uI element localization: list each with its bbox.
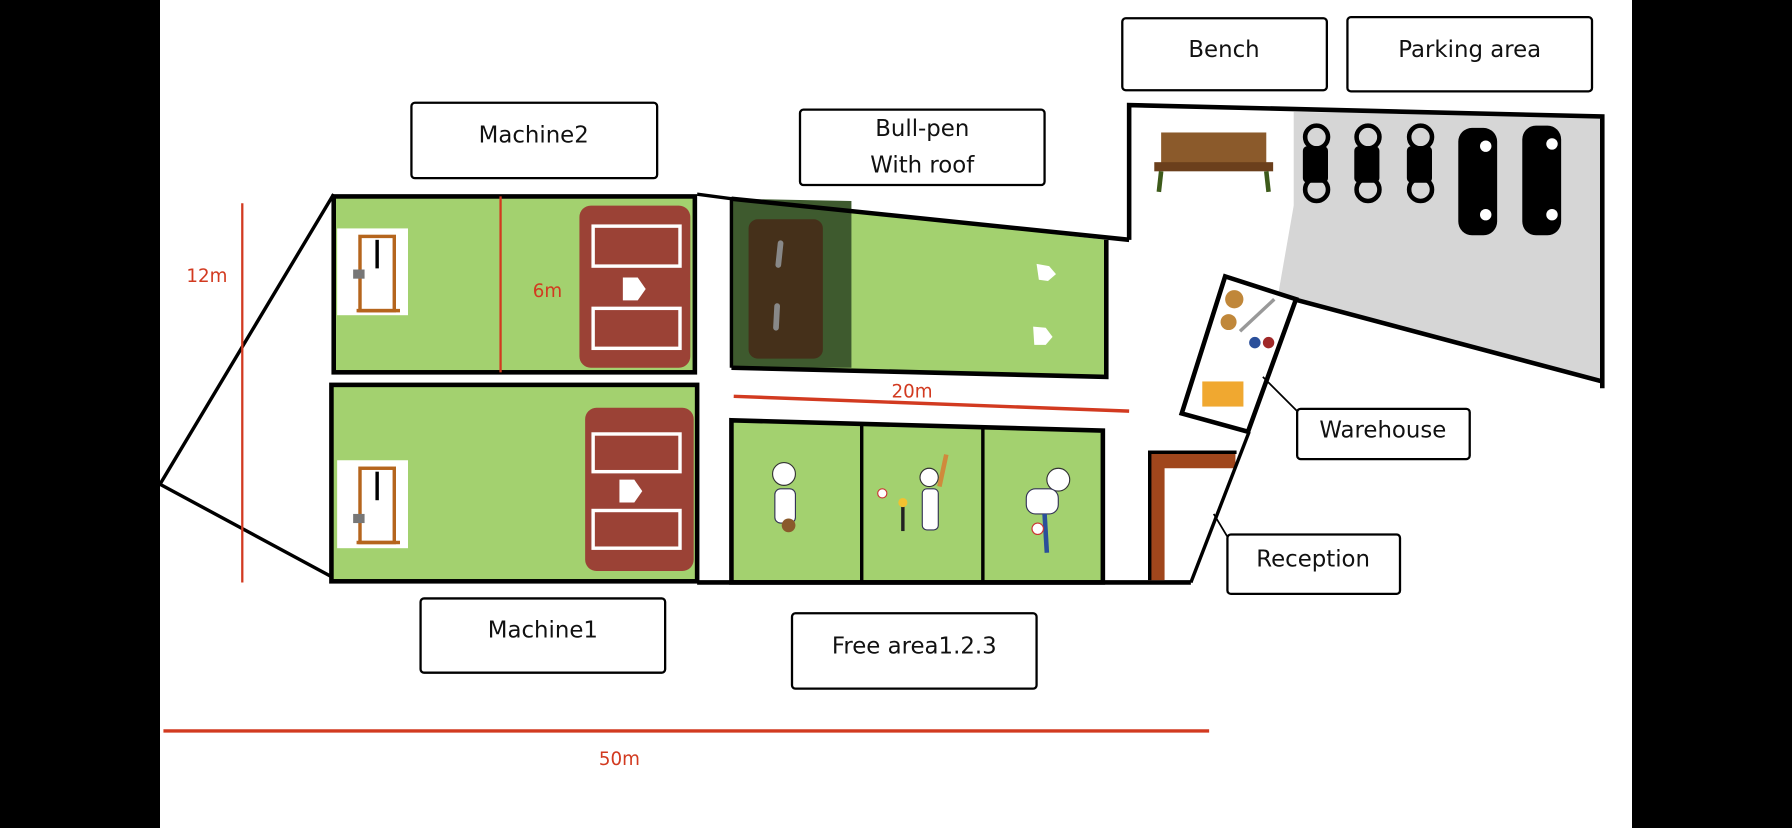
free-areas <box>729 417 1106 585</box>
height-dimension-label: 12m <box>186 266 227 287</box>
width-dimension-label: 50m <box>599 749 640 770</box>
label-parking-area: Parking area <box>1346 15 1594 93</box>
bicycle-icon <box>1354 123 1382 204</box>
svg-text:Free area1.2.3: Free area1.2.3 <box>832 633 997 659</box>
warehouse-building <box>1178 273 1299 435</box>
svg-text:Parking area: Parking area <box>1398 37 1541 63</box>
parking-lower-wall <box>1293 297 1603 384</box>
reception-building <box>1148 431 1251 584</box>
label-warehouse: Warehouse <box>1296 407 1471 461</box>
glove-icon <box>1220 314 1237 331</box>
helmet-icon <box>1262 336 1275 349</box>
pitching-machine-icon <box>337 460 408 549</box>
car-icon <box>1458 127 1498 236</box>
home-plate-icon <box>1033 326 1053 345</box>
cage-split-label: 6m <box>533 281 562 302</box>
machine1-cage <box>329 382 700 584</box>
svg-text:Bench: Bench <box>1188 37 1259 63</box>
label-machine2: Machine2 <box>410 101 659 180</box>
label-bench: Bench <box>1121 17 1328 92</box>
bullpen-length-label: 20m <box>891 381 932 402</box>
left-wall <box>157 193 336 580</box>
label-machine1: Machine1 <box>419 597 667 674</box>
bullpen <box>696 192 1130 380</box>
bicycle-icon <box>1406 123 1435 204</box>
pitcher-mound <box>748 219 823 359</box>
bench-icon <box>1154 132 1274 193</box>
home-plate-icon <box>619 479 643 503</box>
label-reception: Reception <box>1226 533 1402 596</box>
pitcher-player-icon <box>1025 467 1071 553</box>
ball-basket-icon <box>1202 381 1244 407</box>
bullpen-dimension-line <box>733 394 1130 413</box>
home-plate-icon <box>1036 263 1056 281</box>
bat-icon <box>1238 297 1276 333</box>
svg-text:With roof: With roof <box>870 152 975 178</box>
svg-text:Machine1: Machine1 <box>488 617 598 643</box>
glove-icon <box>1225 290 1244 309</box>
label-bullpen: Bull-pen With roof <box>798 108 1046 187</box>
fielder-player-icon <box>772 461 796 533</box>
pitching-machine-icon <box>337 228 408 316</box>
helmet-icon <box>1249 336 1261 349</box>
bicycle-icon <box>1302 123 1331 204</box>
svg-text:Machine2: Machine2 <box>479 123 589 149</box>
car-icon <box>1522 125 1562 236</box>
home-plate-icon <box>622 277 646 301</box>
label-free-area: Free area1.2.3 <box>790 612 1038 690</box>
svg-text:Bull-pen: Bull-pen <box>875 116 969 142</box>
machine2-cage <box>331 194 698 375</box>
parking-boundary <box>1126 102 1605 389</box>
batter-player-icon <box>877 454 949 532</box>
svg-text:Warehouse: Warehouse <box>1319 417 1446 443</box>
svg-text:Reception: Reception <box>1256 546 1370 572</box>
